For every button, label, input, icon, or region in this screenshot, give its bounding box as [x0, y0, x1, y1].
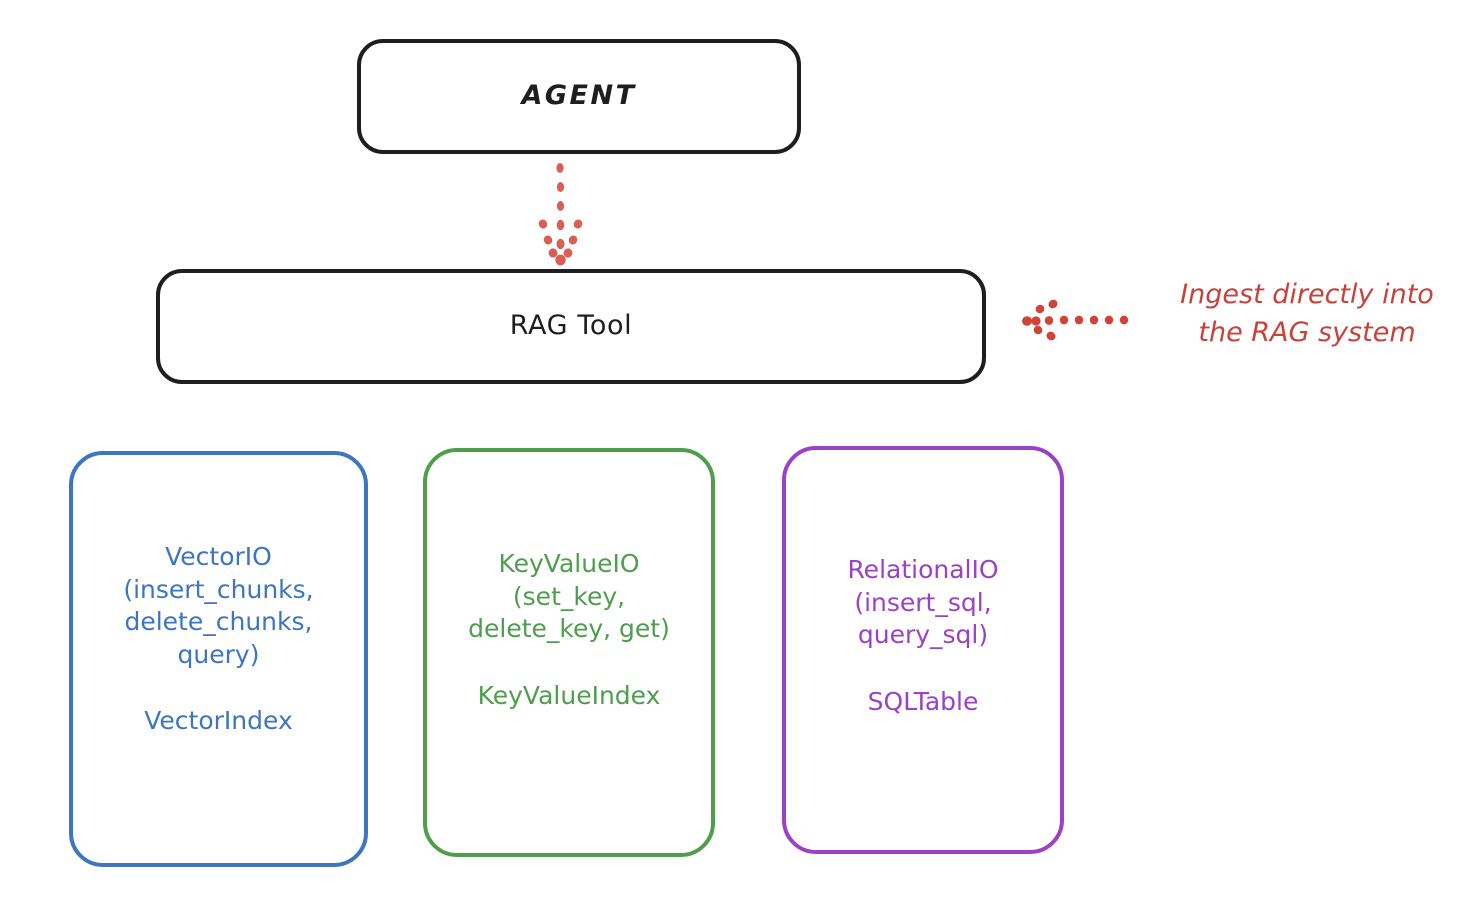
relationalio-api-label: RelationalIO (insert_sql, query_sql): [847, 555, 999, 649]
rag-tool-node[interactable]: RAG Tool: [156, 269, 986, 384]
agent-node[interactable]: AGENT: [357, 39, 801, 154]
keyvalueio-index-label: KeyValueIndex: [477, 680, 661, 710]
vectorio-index-label: VectorIndex: [144, 706, 293, 735]
keyvalueio-api-label: KeyValueIO (set_key, delete_key, get): [468, 549, 670, 643]
provider-card-relationalio[interactable]: RelationalIO (insert_sql, query_sql) SQL…: [782, 446, 1064, 854]
vectorio-api-label: VectorIO (insert_chunks, delete_chunks, …: [123, 542, 314, 669]
agent-node-label: AGENT: [521, 80, 637, 112]
provider-card-keyvalueio[interactable]: KeyValueIO (set_key, delete_key, get) Ke…: [423, 448, 715, 857]
ingest-annotation-text: Ingest directly into the RAG system: [1180, 279, 1434, 349]
provider-card-vectorio[interactable]: VectorIO (insert_chunks, delete_chunks, …: [69, 451, 368, 867]
rag-tool-node-label: RAG Tool: [509, 310, 633, 342]
relationalio-index-label: SQLTable: [867, 686, 979, 716]
agent-to-rag-dotted-arrow: [538, 163, 583, 266]
ingest-dotted-arrow-icon: [1022, 299, 1129, 341]
